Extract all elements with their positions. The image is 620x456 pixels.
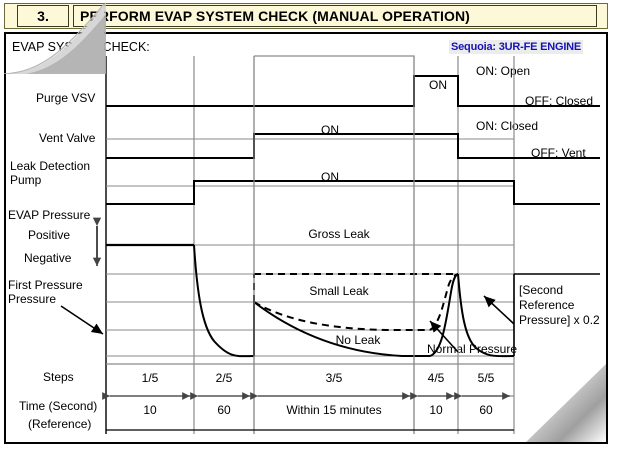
time-cell-5: 60 [479, 403, 493, 417]
label-purge-on-state: ON: Open [476, 64, 531, 78]
time-cell-2: 60 [217, 403, 231, 417]
label-first-pressure-line2: Pressure [8, 292, 57, 306]
pressure-initial-draw [193, 244, 255, 358]
diagram-frame: EVAP SYSTEM CHECK: Sequoia: 3UR-FE ENGIN… [4, 32, 608, 444]
annotation-second-ref-line2: Reference [519, 298, 575, 312]
steps-cell-1: 1/5 [141, 371, 159, 385]
second-reference-pointer-arrow [483, 295, 515, 325]
label-time-line1: Time (Second) [19, 399, 98, 413]
annotation-second-ref-line1: [Second [519, 283, 564, 297]
steps-cell-4: 4/5 [427, 371, 445, 385]
label-vent-valve: Vent Valve [39, 131, 96, 145]
steps-cell-5: 5/5 [477, 371, 495, 385]
curve-label-no-leak: No Leak [335, 333, 381, 347]
label-vent-on-state: ON: Closed [476, 119, 539, 133]
engine-badge: Sequoia: 3UR-FE ENGINE [449, 40, 584, 54]
label-vent-off-state: OFF: Vent [531, 146, 586, 160]
label-leak-pump-line2: Pump [10, 173, 42, 187]
label-first-pressure-line1: First Pressure [8, 278, 83, 292]
pressure-recovery-solid [429, 273, 459, 357]
pulse-label-purge-vsv-on: ON [429, 78, 447, 92]
step3-window-outline [253, 55, 415, 434]
curve-label-gross-leak: Gross Leak [308, 227, 370, 241]
timing-diagram-svg [60, 55, 606, 442]
steps-cell-2: 2/5 [215, 371, 233, 385]
page-title: PERFORM EVAP SYSTEM CHECK (MANUAL OPERAT… [73, 5, 597, 27]
curve-label-small-leak: Small Leak [309, 284, 369, 298]
waveform-leak-detection-pump [106, 180, 600, 205]
label-positive: Positive [28, 228, 71, 242]
pressure-final-purge-decay [457, 273, 515, 358]
time-cell-1: 10 [143, 403, 157, 417]
section-title-bar: 3. PERFORM EVAP SYSTEM CHECK (MANUAL OPE… [4, 3, 608, 29]
reference-gridlines [106, 138, 514, 357]
pressure-recovery-dashed [429, 273, 459, 331]
curve-no-leak [253, 301, 430, 357]
label-negative: Negative [24, 251, 72, 265]
curve-small-leak [253, 301, 430, 331]
time-cell-4: 10 [429, 403, 443, 417]
waveform-vent-valve [106, 133, 600, 159]
label-purge-vsv: Purge VSV [36, 91, 96, 105]
steps-cell-3: 3/5 [325, 371, 343, 385]
page-curl-shading [526, 364, 606, 442]
step-number: 3. [17, 5, 69, 27]
waveform-purge-vsv [106, 75, 600, 107]
normal-pressure-pointer-arrow [429, 320, 459, 353]
curve-label-normal-pressure: Normal Pressure [427, 342, 518, 356]
label-time-line2: (Reference) [28, 417, 92, 431]
label-steps: Steps [43, 370, 74, 384]
annotation-second-ref-line3: Pressure] x 0.2 [519, 313, 600, 327]
first-pressure-pointer-arrow [60, 305, 104, 335]
label-evap-pressure: EVAP Pressure [8, 208, 91, 222]
label-leak-pump-line1: Leak Detection [10, 159, 91, 173]
time-cell-3: Within 15 minutes [286, 403, 382, 417]
label-purge-off-state: OFF: Closed [525, 94, 594, 108]
